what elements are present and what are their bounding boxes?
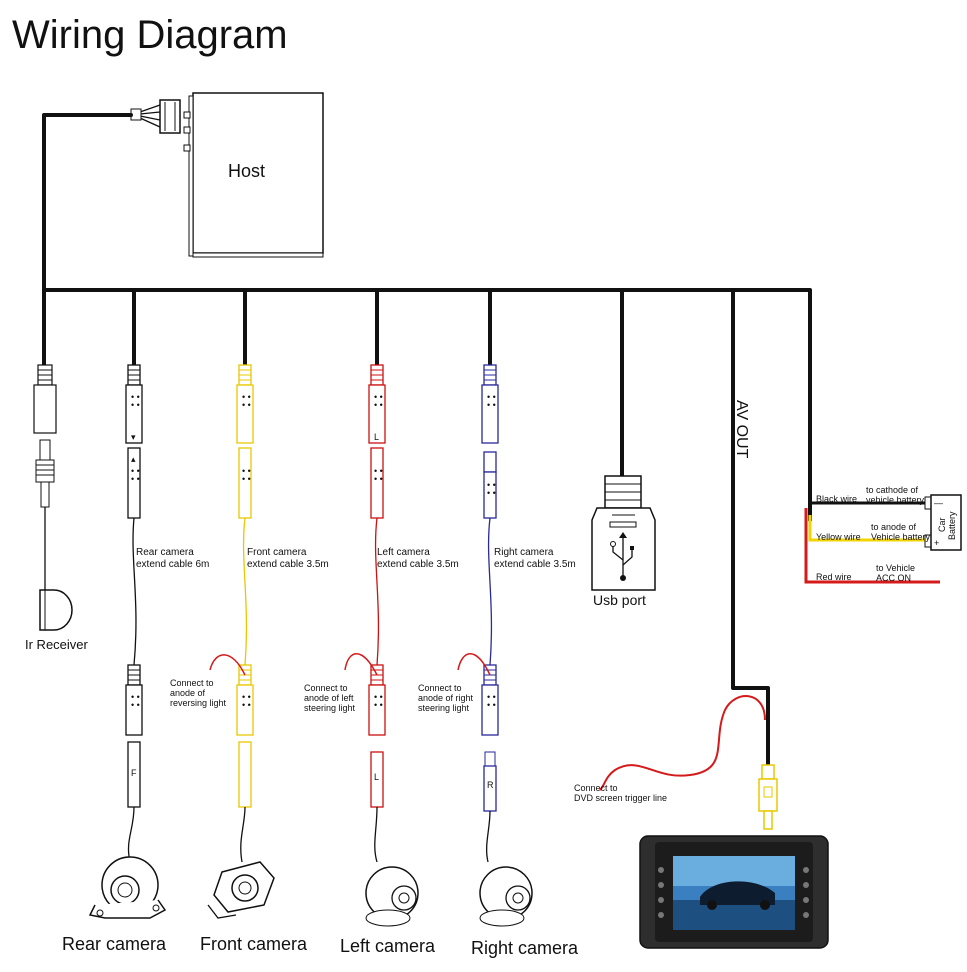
page-title: Wiring Diagram <box>12 13 288 57</box>
right-note-2: anode of right <box>418 693 474 703</box>
svg-text:• •: • • <box>131 392 140 402</box>
host-unit: Host <box>183 92 324 258</box>
host-label: Host <box>228 161 265 181</box>
black-note-2: vehicle battery <box>866 495 925 505</box>
black-wire-label: Black wire <box>816 494 857 504</box>
car-battery <box>930 494 962 551</box>
rear-plug-letter: F <box>131 768 137 778</box>
svg-text:• •: • • <box>374 466 383 476</box>
svg-text:• •: • • <box>242 700 251 710</box>
left-note-2: anode of left <box>304 693 354 703</box>
svg-text:• •: • • <box>374 700 383 710</box>
svg-text:• •: • • <box>374 392 383 402</box>
svg-text:• •: • • <box>242 466 251 476</box>
dvd-note-1: Connect to <box>574 783 618 793</box>
svg-text:L: L <box>374 432 379 442</box>
right-cable-label-1: Right camera <box>494 547 554 558</box>
yellow-note-2: Vehicle battery <box>871 532 931 542</box>
dvd-head-unit <box>639 835 829 949</box>
red-note-1: to Vehicle <box>876 563 915 573</box>
rear-cable-label-1: Rear camera <box>136 547 194 558</box>
battery-label-2: Battery <box>947 511 957 540</box>
front-camera-label: Front camera <box>200 934 308 954</box>
svg-text:• •: • • <box>131 692 140 702</box>
svg-text:▴: ▴ <box>131 454 136 464</box>
svg-text:• •: • • <box>242 474 251 484</box>
front-cable-label-1: Front camera <box>247 547 307 558</box>
left-note-1: Connect to <box>304 683 348 693</box>
ir-receiver-branch <box>33 364 73 631</box>
front-camera-cable: • • • • • • • • • • • • <box>209 364 254 863</box>
main-harness <box>42 113 812 767</box>
black-note-1: to cathode of <box>866 485 919 495</box>
svg-text:• •: • • <box>487 480 496 490</box>
rear-camera-cable: • • • • ▾ ▴ • • • • • • • • F <box>125 364 143 863</box>
yellow-note-1: to anode of <box>871 522 917 532</box>
usb-port-label: Usb port <box>593 592 646 608</box>
dvd-note-2: DVD screen trigger line <box>574 793 667 803</box>
av-out-label: AV OUT <box>733 400 750 459</box>
svg-text:• •: • • <box>242 400 251 410</box>
left-camera <box>365 866 419 927</box>
ir-receiver-label: Ir Receiver <box>25 637 89 652</box>
svg-text:• •: • • <box>487 392 496 402</box>
svg-text:• •: • • <box>242 392 251 402</box>
right-camera-cable: • • • • • • • • • • • • R <box>457 364 499 863</box>
front-note-1: Connect to <box>170 678 214 688</box>
red-note-2: ACC ON <box>876 573 911 583</box>
svg-text:• •: • • <box>374 400 383 410</box>
svg-text:• •: • • <box>487 488 496 498</box>
left-plug-letter: L <box>374 772 379 782</box>
right-cable-label-2: extend cable 3.5m <box>494 559 576 570</box>
svg-text:• •: • • <box>131 466 140 476</box>
svg-text:• •: • • <box>374 474 383 484</box>
power-wires <box>804 494 962 584</box>
left-camera-cable: • • • • L • • • • • • • • L <box>344 364 386 863</box>
front-cable-label-2: extend cable 3.5m <box>247 559 329 570</box>
rear-camera-label: Rear camera <box>62 934 167 954</box>
left-cable-label-1: Left camera <box>377 547 430 558</box>
yellow-wire-label: Yellow wire <box>816 532 861 542</box>
battery-plus: + <box>934 538 939 548</box>
left-note-3: steering light <box>304 703 356 713</box>
battery-label-1: Car <box>937 517 947 532</box>
svg-text:• •: • • <box>374 692 383 702</box>
battery-minus: — <box>934 498 943 508</box>
front-note-3: reversing light <box>170 698 227 708</box>
rear-cable-label-2: extend cable 6m <box>136 559 209 570</box>
right-camera-label: Right camera <box>471 938 579 958</box>
svg-text:• •: • • <box>487 692 496 702</box>
right-note-3: steering light <box>418 703 470 713</box>
usb-port <box>591 475 656 591</box>
svg-text:▾: ▾ <box>131 432 136 442</box>
rear-camera <box>88 856 167 919</box>
host-connector <box>130 99 181 134</box>
left-cable-label-2: extend cable 3.5m <box>377 559 459 570</box>
svg-text:• •: • • <box>487 700 496 710</box>
right-plug-letter: R <box>487 780 494 790</box>
front-camera <box>207 861 275 919</box>
svg-text:• •: • • <box>131 700 140 710</box>
av-out-plug <box>599 695 778 830</box>
usb-icon <box>610 532 634 581</box>
right-camera <box>479 866 533 927</box>
left-camera-label: Left camera <box>340 936 436 956</box>
svg-text:• •: • • <box>242 692 251 702</box>
svg-text:• •: • • <box>131 400 140 410</box>
svg-text:• •: • • <box>487 400 496 410</box>
front-note-2: anode of <box>170 688 206 698</box>
red-wire-label: Red wire <box>816 572 852 582</box>
svg-text:• •: • • <box>131 474 140 484</box>
right-note-1: Connect to <box>418 683 462 693</box>
